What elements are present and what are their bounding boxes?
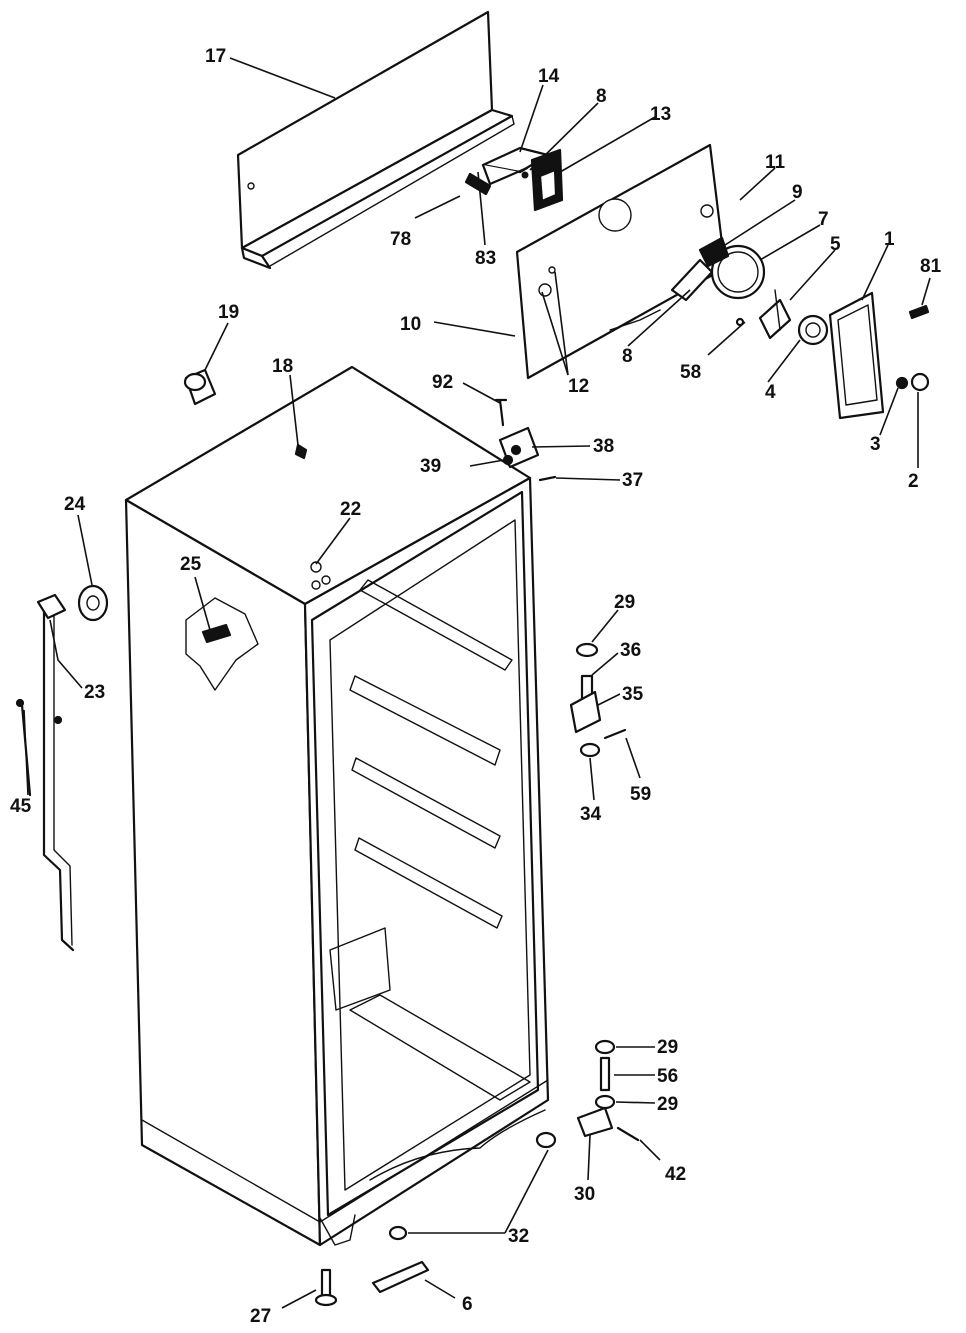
cabinet	[124, 365, 550, 1247]
callout-34: 34	[580, 804, 602, 825]
callout-14: 14	[538, 66, 560, 87]
callout-83: 83	[475, 248, 496, 269]
callout-25: 25	[180, 554, 202, 575]
callout-8-bottom: 8	[622, 346, 633, 367]
callout-56: 56	[657, 1066, 678, 1087]
callout-35: 35	[622, 684, 644, 705]
callout-11: 11	[765, 152, 786, 173]
callout-6: 6	[462, 1294, 473, 1315]
callout-38: 38	[593, 436, 614, 457]
control-housing	[828, 291, 930, 420]
door-closure-rod	[15, 584, 109, 952]
callout-19: 19	[218, 302, 239, 323]
callout-8-top: 8	[596, 86, 607, 107]
callout-7: 7	[818, 209, 829, 230]
leader-lines	[23, 57, 931, 1309]
center-hinge	[569, 642, 627, 758]
callout-3: 3	[870, 434, 881, 455]
callout-37: 37	[622, 470, 643, 491]
callout-10: 10	[400, 314, 421, 335]
callout-27: 27	[250, 1306, 271, 1327]
callout-39: 39	[420, 456, 441, 477]
callout-29-top: 29	[614, 592, 635, 613]
callout-59: 59	[630, 784, 651, 805]
callout-1: 1	[884, 229, 895, 250]
knob	[183, 368, 217, 406]
plugs	[388, 1131, 557, 1241]
callout-45: 45	[10, 796, 32, 817]
callout-2: 2	[908, 471, 919, 492]
callout-13: 13	[650, 104, 671, 125]
callout-24: 24	[64, 494, 86, 515]
callout-78: 78	[390, 229, 411, 250]
bottom-hinge	[576, 1039, 640, 1142]
callout-9: 9	[792, 182, 803, 203]
callout-22: 22	[340, 499, 361, 520]
callout-29-mid: 29	[657, 1037, 678, 1058]
callout-42: 42	[665, 1164, 686, 1185]
light-assembly	[670, 236, 829, 346]
callout-4: 4	[765, 382, 776, 403]
callout-58: 58	[680, 362, 701, 383]
callout-18: 18	[272, 356, 293, 377]
callout-81: 81	[920, 256, 942, 277]
top-hinge	[494, 398, 557, 482]
top-trim	[236, 10, 515, 270]
bracket-and-switch	[464, 146, 564, 212]
callout-12: 12	[568, 376, 589, 397]
callout-23: 23	[84, 682, 105, 703]
callout-29-bottom: 29	[657, 1094, 678, 1115]
callout-17: 17	[205, 46, 226, 67]
callout-36: 36	[620, 640, 641, 661]
callout-30: 30	[574, 1184, 595, 1205]
callout-32: 32	[508, 1226, 529, 1247]
leveling-leg-and-grille	[314, 1260, 430, 1307]
callout-5: 5	[830, 234, 841, 255]
callout-labels: 17 14 8 13 11 9 7 5 1 81 78 83 10 12 8 5…	[10, 46, 942, 1327]
callout-92: 92	[432, 372, 453, 393]
